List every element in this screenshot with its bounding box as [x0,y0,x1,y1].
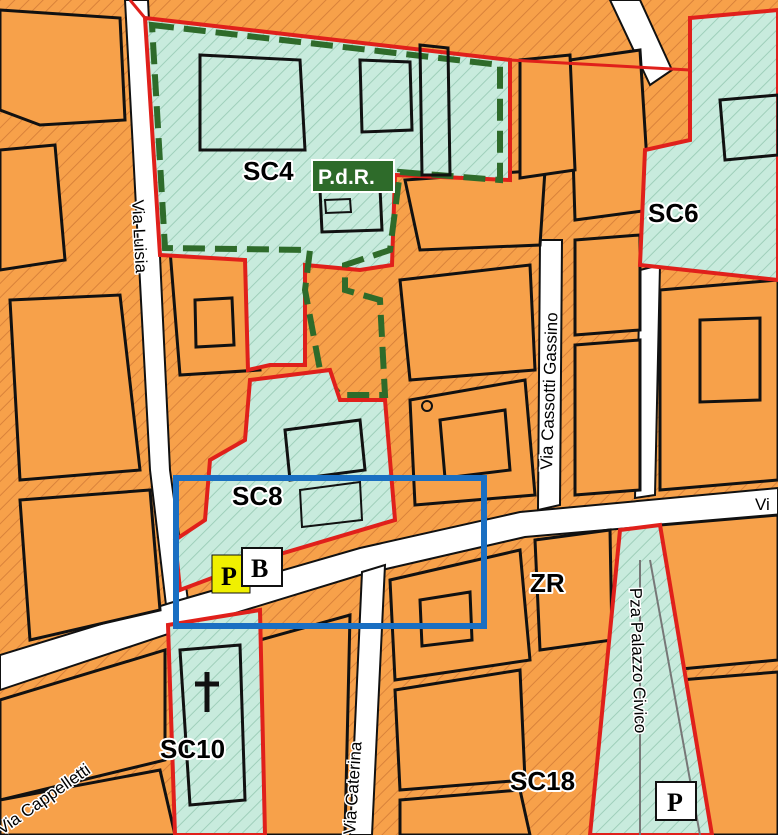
street-label-via-luisia: Via Luisia [128,199,151,274]
road-via-caterina [348,563,387,835]
zone-boundaries [128,0,691,72]
road-via-cassotti-gassino [536,239,564,512]
pdr-badge-label: P.d.R. [318,166,375,189]
zone-label-sc4: SC4 [243,156,294,186]
zone-label-sc18: SC18 [510,766,575,796]
zone-label-sc10: SC10 [160,734,225,764]
point-marker-icon [421,400,433,412]
zone-sc6-area [637,7,778,283]
zone-sc4-area [142,15,512,398]
pdr-badge [311,159,395,193]
road-main-diagonal [0,486,778,692]
building-blocks [0,8,778,835]
parking-white-label: P [667,788,683,817]
bus-stop-label: B [251,554,268,583]
zone-sc18-area [587,522,715,835]
zone-sc10-area [165,607,268,835]
cross-icon [195,672,219,712]
parking-yellow-label: P [221,562,237,591]
zone-label-zr: ZR [530,568,565,598]
street-label-via-cassotti-gassino: Via Cassotti Gassino [537,312,561,470]
zone-label-sc6: SC6 [648,198,699,228]
street-label-via-right: Vi [755,495,770,514]
bus-stop-icon [241,547,283,587]
parking-white-icon [655,781,697,821]
zone-label-sc8: SC8 [232,481,283,511]
highlight-box [173,475,487,629]
